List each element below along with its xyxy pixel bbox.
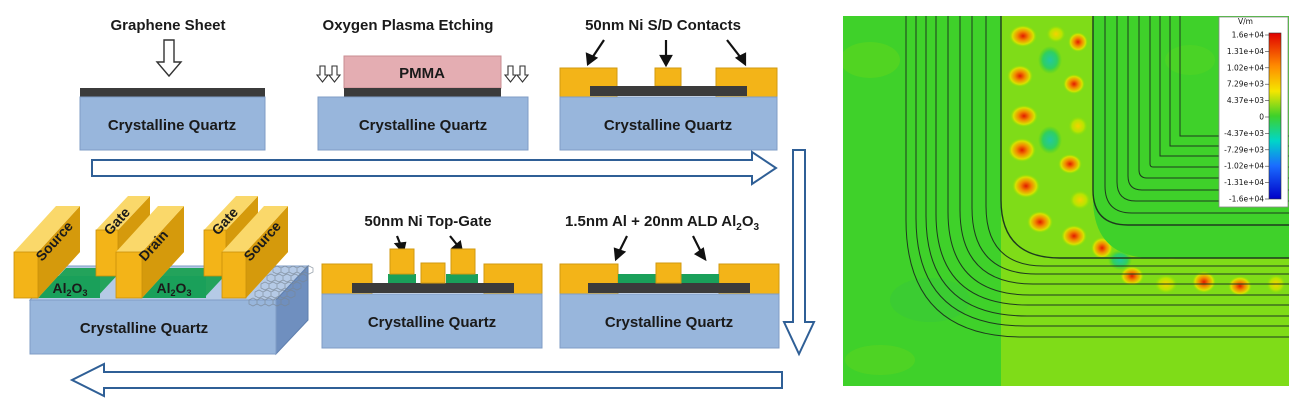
- quartz-substrate: [317, 96, 529, 151]
- step-sd-contacts: 50nm Ni S/D Contacts Crystalline Quartz: [559, 17, 778, 151]
- device-3d-view: Crystalline Quartz: [13, 196, 314, 356]
- plasma-arrows-right: [503, 65, 530, 83]
- step2-title: Oxygen Plasma Etching: [323, 17, 494, 34]
- step-oxygen-plasma-etching: Oxygen Plasma Etching PMMA Crystalline Q…: [315, 17, 530, 151]
- metal-fin-source-left: [13, 206, 80, 299]
- oxide-front: [40, 276, 100, 298]
- colorbar-tick-label: 4.37e+03: [1227, 96, 1264, 105]
- colorbar-tick-label: -1.02e+04: [1224, 162, 1264, 171]
- metal-fin-source-right: [221, 206, 288, 299]
- center-contact: [654, 67, 682, 87]
- pmma-label: PMMA: [399, 65, 445, 82]
- colorbar-tick-label: 0: [1259, 113, 1264, 122]
- step4-title: 1.5nm Al + 20nm ALD Al2O3: [565, 213, 760, 233]
- step4-title-sub2: 3: [754, 222, 760, 233]
- top-gate: [450, 248, 476, 275]
- colorbar-ticks: 1.6e+04 1.31e+04 1.02e+04 7.29e+03 4.37e+03 0…: [1224, 31, 1269, 204]
- flow-arrow-right: [91, 150, 778, 186]
- oxide-layer: [618, 274, 656, 283]
- oxide-front: [142, 276, 206, 298]
- graphene-lattice: [248, 265, 314, 307]
- oxide-sub2: 3: [186, 288, 191, 298]
- colorbar-tick-label: -1.31e+04: [1224, 178, 1264, 187]
- waveguide-outlines: [905, 16, 1289, 338]
- flow-arrow-left: [69, 362, 783, 398]
- field-simulation-image: V/m 1.6e+04 1.31e+04 1.02e+04 7.29e+03 4.37e…: [843, 16, 1289, 386]
- step-top-gate: 50nm Ni Top-Gate Crystalline Quartz: [321, 213, 543, 349]
- substrate-label: Crystalline Quartz: [108, 117, 236, 134]
- substrate-label: Crystalline Quartz: [80, 320, 208, 337]
- step4-title-main: 1.5nm Al + 20nm ALD Al: [565, 213, 736, 230]
- plasma-arrows-left: [315, 65, 342, 83]
- substrate-label: Crystalline Quartz: [604, 117, 732, 134]
- oxide-label: Al2O3: [157, 280, 192, 298]
- oxide-o: O: [72, 280, 83, 296]
- colorbar-legend: V/m 1.6e+04 1.31e+04 1.02e+04 7.29e+03 4.37e…: [1218, 16, 1289, 208]
- oxide-sub1: 2: [171, 288, 176, 298]
- oxide-al: Al: [157, 280, 171, 296]
- quartz-substrate: [321, 293, 543, 349]
- colorbar-tick-label: 1.31e+04: [1227, 47, 1264, 56]
- metal-fin-drain: [115, 206, 184, 299]
- quartz-substrate: [559, 96, 778, 151]
- down-arrow-icon: [155, 39, 183, 78]
- oxide-o: O: [176, 280, 187, 296]
- oxide-sub2: 3: [82, 288, 87, 298]
- quartz-substrate: [559, 293, 780, 349]
- colorbar-tick-label: -7.29e+03: [1224, 145, 1264, 154]
- colorbar-gradient: [1268, 32, 1282, 200]
- center-contact: [420, 262, 446, 284]
- colorbar-tick-label: -4.37e+03: [1224, 129, 1264, 138]
- graphene-layer: [352, 283, 514, 293]
- substrate-label: Crystalline Quartz: [605, 314, 733, 331]
- colorbar-unit: V/m: [1238, 17, 1253, 26]
- oxide-pad: [388, 274, 416, 283]
- step4-title-o: O: [742, 213, 754, 230]
- graphene-layer: [588, 283, 750, 293]
- colorbar-tick-label: 1.6e+04: [1232, 31, 1265, 40]
- graphene-layer: [80, 88, 265, 97]
- oxide-layer: [681, 274, 719, 283]
- flow-arrow-down: [782, 149, 816, 357]
- oxide-sub1: 2: [67, 288, 72, 298]
- center-contact: [655, 262, 682, 284]
- step4-title-sub: 2: [736, 222, 742, 233]
- graphene-layer: [344, 88, 501, 97]
- down-arrow-icon: [503, 65, 518, 83]
- top-gate: [389, 248, 415, 275]
- colorbar-tick-label: -1.6e+04: [1229, 195, 1264, 204]
- colorbar-tick-label: 1.02e+04: [1227, 63, 1264, 72]
- step1-title: Graphene Sheet: [110, 17, 225, 34]
- down-arrow-icon: [327, 65, 342, 83]
- colorbar-tick-label: 7.29e+03: [1227, 80, 1264, 89]
- graphene-layer: [590, 86, 747, 96]
- substrate-label: Crystalline Quartz: [368, 314, 496, 331]
- step-oxide-deposition: 1.5nm Al + 20nm ALD Al2O3 Crystalline Qu…: [559, 213, 780, 349]
- oxide-label: Al2O3: [53, 280, 88, 298]
- step5-title: 50nm Ni Top-Gate: [364, 213, 491, 230]
- substrate-label: Crystalline Quartz: [359, 117, 487, 134]
- pmma-mask: [343, 55, 502, 89]
- substrate-front-face: [29, 299, 277, 355]
- oxide-al: Al: [53, 280, 67, 296]
- step3-title: 50nm Ni S/D Contacts: [585, 17, 741, 34]
- step-graphene-sheet: Graphene Sheet Crystalline Quartz: [79, 17, 266, 151]
- down-arrow-icon: [515, 65, 530, 83]
- quartz-substrate: [79, 96, 266, 151]
- down-arrow-icon: [315, 65, 330, 83]
- oxide-pad: [446, 274, 478, 283]
